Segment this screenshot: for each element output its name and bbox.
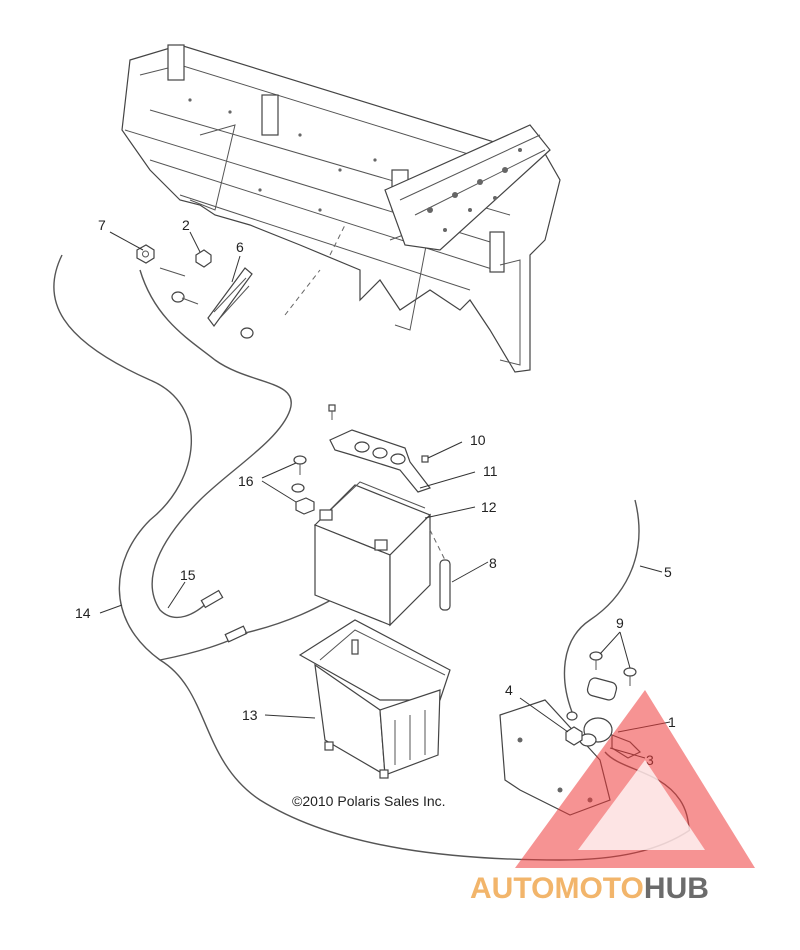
frame-holes — [188, 98, 522, 232]
watermark-text: AUTOMOTOHUB — [470, 872, 709, 905]
vent-tube-8 — [429, 529, 451, 611]
callout-labels: 1 2 3 4 5 6 7 8 9 10 11 12 13 14 15 16 — [75, 217, 676, 768]
hold-down-bracket-11 — [329, 429, 431, 493]
callout-1: 1 — [668, 714, 676, 730]
nut-4 — [565, 726, 583, 746]
fastener-2 — [195, 249, 212, 268]
bolt-lower-left — [171, 291, 199, 305]
cable-terminal-upper — [159, 267, 254, 339]
terminal-block-6 — [207, 267, 253, 328]
watermark-triangle-inner — [578, 760, 705, 850]
callout-9: 9 — [616, 615, 624, 631]
callout-11: 11 — [483, 463, 498, 479]
cable-5 — [563, 499, 640, 721]
callout-8: 8 — [489, 555, 497, 571]
watermark-logo: AUTOMOTOHUB — [470, 690, 755, 905]
cable-15 — [139, 269, 292, 619]
callout-4: 4 — [505, 682, 513, 698]
watermark-text-part1: AUTOMOTO — [470, 872, 644, 905]
callout-2: 2 — [182, 217, 190, 233]
callout-12: 12 — [481, 499, 497, 515]
battery-12 — [313, 481, 432, 627]
terminal-hardware-16 — [291, 455, 315, 515]
callout-13: 13 — [242, 707, 258, 723]
callout-5: 5 — [664, 564, 672, 580]
callout-16: 16 — [238, 473, 254, 489]
copyright-notice: ©2010 Polaris Sales Inc. — [292, 793, 446, 809]
watermark-text-part2: HUB — [644, 872, 709, 905]
bolt-10 — [328, 404, 429, 463]
callout-6: 6 — [236, 239, 244, 255]
frame-assembly — [121, 44, 561, 373]
callout-15: 15 — [180, 567, 196, 583]
callout-14: 14 — [75, 605, 91, 621]
callout-7: 7 — [98, 217, 106, 233]
callout-10: 10 — [470, 432, 486, 448]
battery-box-13 — [298, 619, 451, 779]
